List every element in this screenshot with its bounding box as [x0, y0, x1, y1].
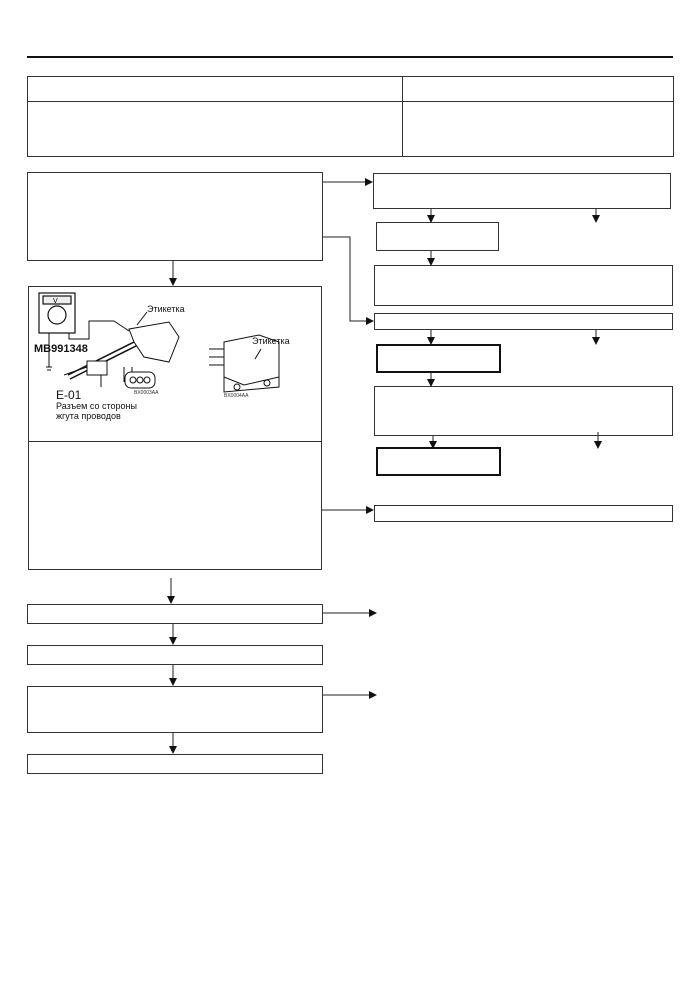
figure-code-2: BX0004AA — [224, 393, 249, 399]
tool-number: MB991348 — [34, 343, 88, 355]
connector-caption-line2: жгута проводов — [56, 411, 121, 421]
illustration-panel: V Этикетка Этикетка MB991348 E-01 Разъем… — [28, 286, 322, 442]
header-table — [27, 76, 674, 157]
table-column-divider — [402, 77, 403, 156]
flow-step-right-5 — [376, 344, 501, 373]
figure-code-1: BX0003AA — [134, 390, 159, 396]
connector-id: E-01 — [56, 388, 82, 402]
flow-step-right-1 — [373, 173, 671, 209]
flow-step-measure-result — [28, 441, 322, 570]
svg-text:V: V — [53, 298, 58, 305]
flow-step-right-6 — [374, 386, 673, 436]
flow-step-lower-2 — [27, 645, 323, 665]
arrow — [323, 236, 374, 325]
flow-step-right-7 — [376, 447, 501, 476]
connector-measurement-illustration: V — [38, 292, 280, 393]
label-sticker-left: Этикетка — [147, 304, 185, 314]
flow-step-right-8 — [374, 505, 673, 522]
top-rule — [27, 56, 673, 58]
flow-step-right-2 — [376, 222, 499, 251]
flow-step-check-start — [27, 172, 323, 261]
flow-step-lower-1 — [27, 604, 323, 624]
flow-step-right-3 — [374, 265, 673, 306]
flow-step-lower-4 — [27, 754, 323, 774]
flow-step-lower-3 — [27, 686, 323, 733]
flow-step-right-4 — [374, 313, 673, 330]
connector-caption-line1: Разъем со стороны — [56, 401, 137, 411]
table-header-divider — [28, 101, 673, 102]
label-sticker-right: Этикетка — [252, 336, 290, 346]
voltmeter-icon — [38, 292, 76, 334]
